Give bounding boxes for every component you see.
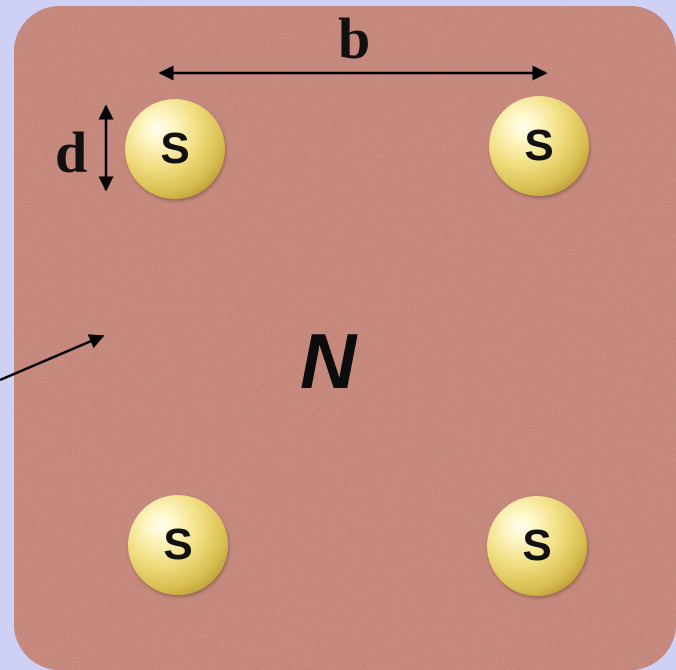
diameter-label: d: [55, 124, 87, 182]
south-pole-sphere-top-right: S: [489, 96, 589, 196]
spacing-label: b: [338, 10, 370, 68]
south-pole-label: S: [128, 495, 228, 595]
south-pole-label: S: [125, 99, 225, 199]
south-pole-label: S: [487, 496, 587, 596]
south-pole-sphere-bottom-right: S: [487, 496, 587, 596]
south-pole-sphere-top-left: S: [125, 99, 225, 199]
pointer-arrow: [0, 336, 103, 380]
south-pole-sphere-bottom-left: S: [128, 495, 228, 595]
north-pole-label: N: [300, 322, 356, 400]
south-pole-label: S: [489, 96, 589, 196]
